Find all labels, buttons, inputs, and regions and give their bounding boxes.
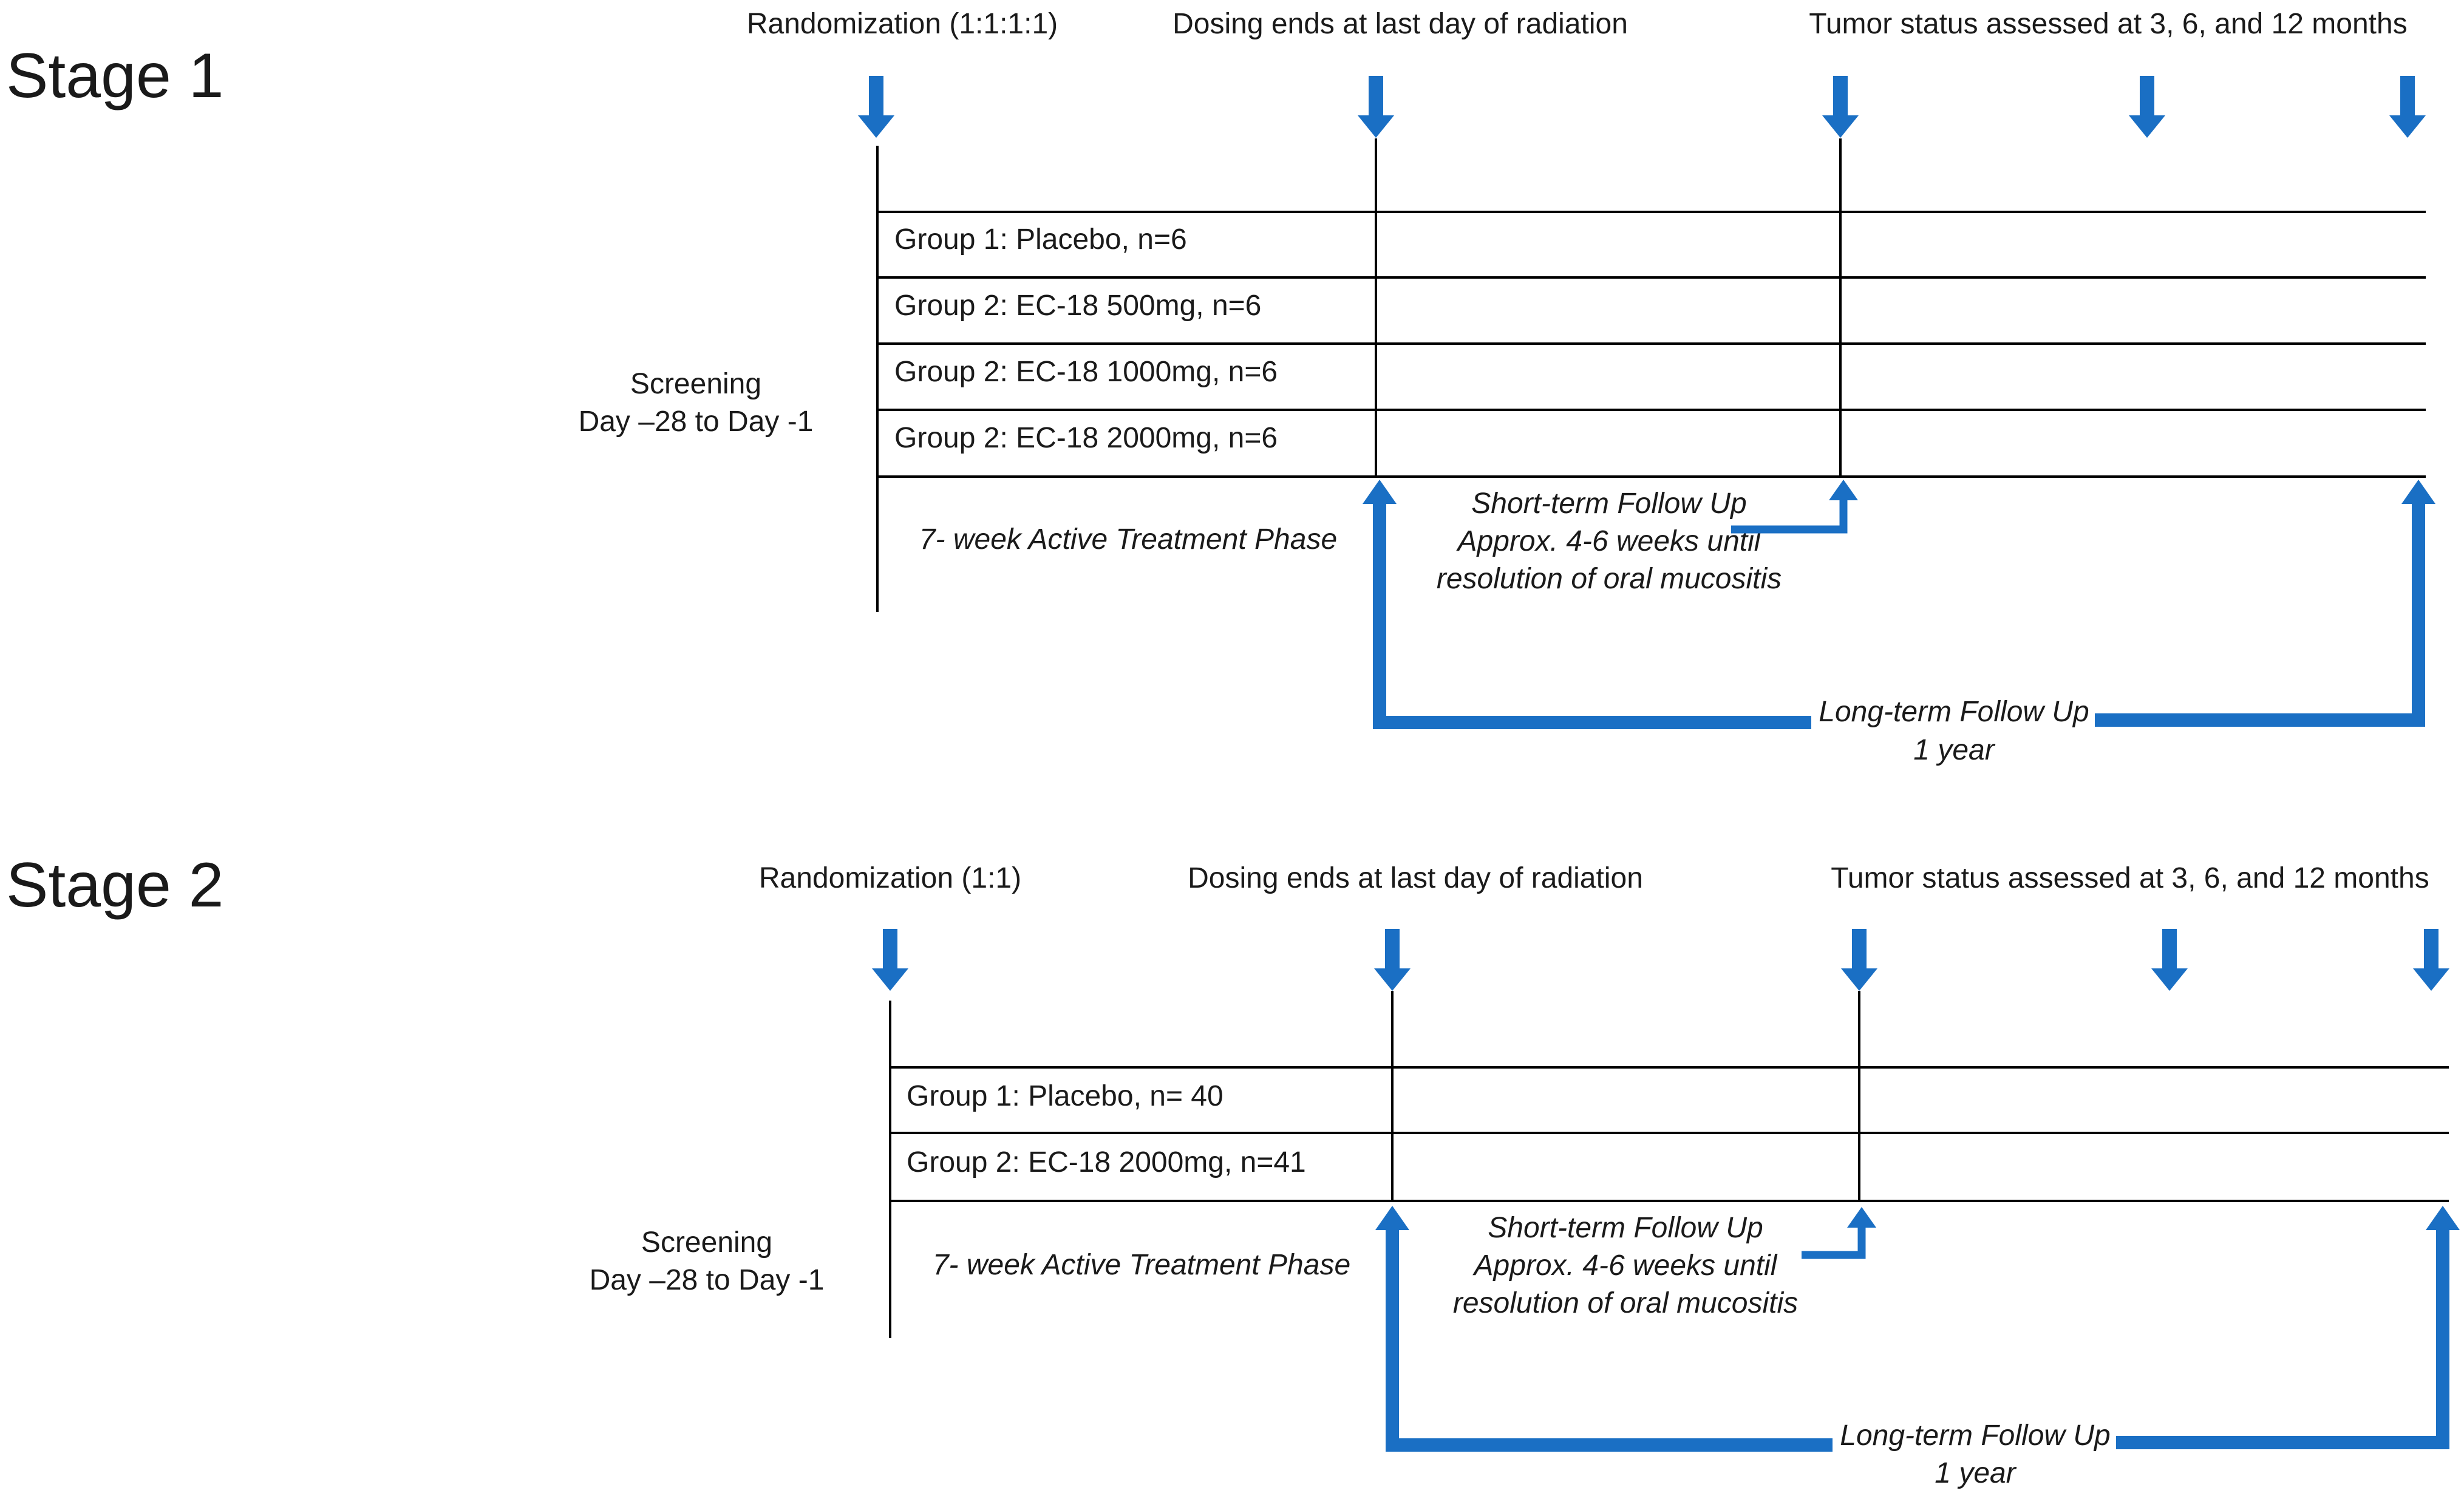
stage-1-tumor-status-label: Tumor status assessed at 3, 6, and 12 mo…: [1809, 8, 2407, 40]
stage-2-active-treatment-phase: 7- week Active Treatment Phase: [933, 1249, 1350, 1281]
stage-2-title: Stage 2: [6, 850, 224, 920]
stage-2-short-term-follow-up-duration: Approx. 4-6 weeks until: [1472, 1250, 1778, 1282]
stage-1-short-term-follow-up-duration: Approx. 4-6 weeks until: [1456, 525, 1761, 557]
stage-1-dosing-end-down-arrow-icon: [1358, 76, 1394, 138]
stage-1-long-term-follow-up-title: Long-term Follow Up: [1819, 696, 2089, 728]
stage-2-long-term-follow-up-title: Long-term Follow Up: [1840, 1420, 2111, 1452]
stage-1-title: Stage 1: [6, 41, 224, 111]
stage-1-group-row: Group 2: EC-18 1000mg, n=6: [894, 356, 1278, 388]
stage-1-tumor-3-months-down-arrow-icon: [1822, 76, 1859, 138]
stage-1-short-term-follow-up-title: Short-term Follow Up: [1471, 488, 1746, 520]
stage-2-short-term-follow-up-endpoint: resolution of oral mucositis: [1453, 1287, 1798, 1319]
stage-2-randomization-label: Randomization (1:1): [759, 862, 1021, 894]
stage-2-randomization-down-arrow-icon: [872, 929, 908, 991]
stage-1-group-row: Group 2: EC-18 500mg, n=6: [894, 290, 1261, 322]
stage-2-screening-label: Screening: [641, 1226, 772, 1259]
stage-2: Stage 2 Randomization (1:1) Dosing ends …: [6, 850, 2460, 1489]
stage-2-tumor-12-months-down-arrow-icon: [2413, 929, 2449, 991]
stage-1-randomization-label: Randomization (1:1:1:1): [747, 8, 1058, 40]
stage-1-group-row: Group 2: EC-18 2000mg, n=6: [894, 422, 1278, 454]
stage-2-long-term-bracket-arrow-icon: [1375, 1206, 2460, 1452]
stage-1-randomization-down-arrow-icon: [858, 76, 894, 138]
stage-1-long-term-follow-up-duration: 1 year: [1913, 734, 1995, 766]
stage-2-dosing-end-label: Dosing ends at last day of radiation: [1188, 862, 1643, 894]
stage-1-screening-label: Screening: [630, 368, 761, 400]
stage-2-long-term-follow-up-duration: 1 year: [1935, 1457, 2016, 1489]
stage-1: Stage 1 Randomization (1:1:1:1) Dosing e…: [6, 8, 2435, 766]
stage-2-tumor-status-label: Tumor status assessed at 3, 6, and 12 mo…: [1831, 862, 2429, 894]
stage-1-tumor-6-months-down-arrow-icon: [2129, 76, 2165, 138]
stage-1-active-treatment-phase: 7- week Active Treatment Phase: [919, 523, 1337, 556]
stage-1-tumor-12-months-down-arrow-icon: [2389, 76, 2426, 138]
stage-1-group-row: Group 1: Placebo, n=6: [894, 223, 1187, 256]
stage-1-long-term-bracket-arrow-icon: [1363, 480, 2435, 729]
stage-2-group-row: Group 2: EC-18 2000mg, n=41: [907, 1146, 1306, 1178]
stage-1-screening-days: Day –28 to Day -1: [579, 406, 814, 438]
stage-2-dosing-end-down-arrow-icon: [1374, 929, 1411, 991]
stage-2-group-row: Group 1: Placebo, n= 40: [907, 1080, 1223, 1112]
stage-2-screening-days: Day –28 to Day -1: [590, 1264, 825, 1296]
stage-1-dosing-end-label: Dosing ends at last day of radiation: [1172, 8, 1628, 40]
stage-2-short-term-elbow-arrow-icon: [1802, 1207, 1876, 1259]
stage-2-tumor-6-months-down-arrow-icon: [2151, 929, 2188, 991]
stage-2-tumor-3-months-down-arrow-icon: [1841, 929, 1877, 991]
stage-1-short-term-follow-up-endpoint: resolution of oral mucositis: [1437, 563, 1782, 595]
stage-1-short-term-elbow-arrow-icon: [1731, 480, 1858, 534]
stage-2-short-term-follow-up-title: Short-term Follow Up: [1488, 1212, 1763, 1244]
